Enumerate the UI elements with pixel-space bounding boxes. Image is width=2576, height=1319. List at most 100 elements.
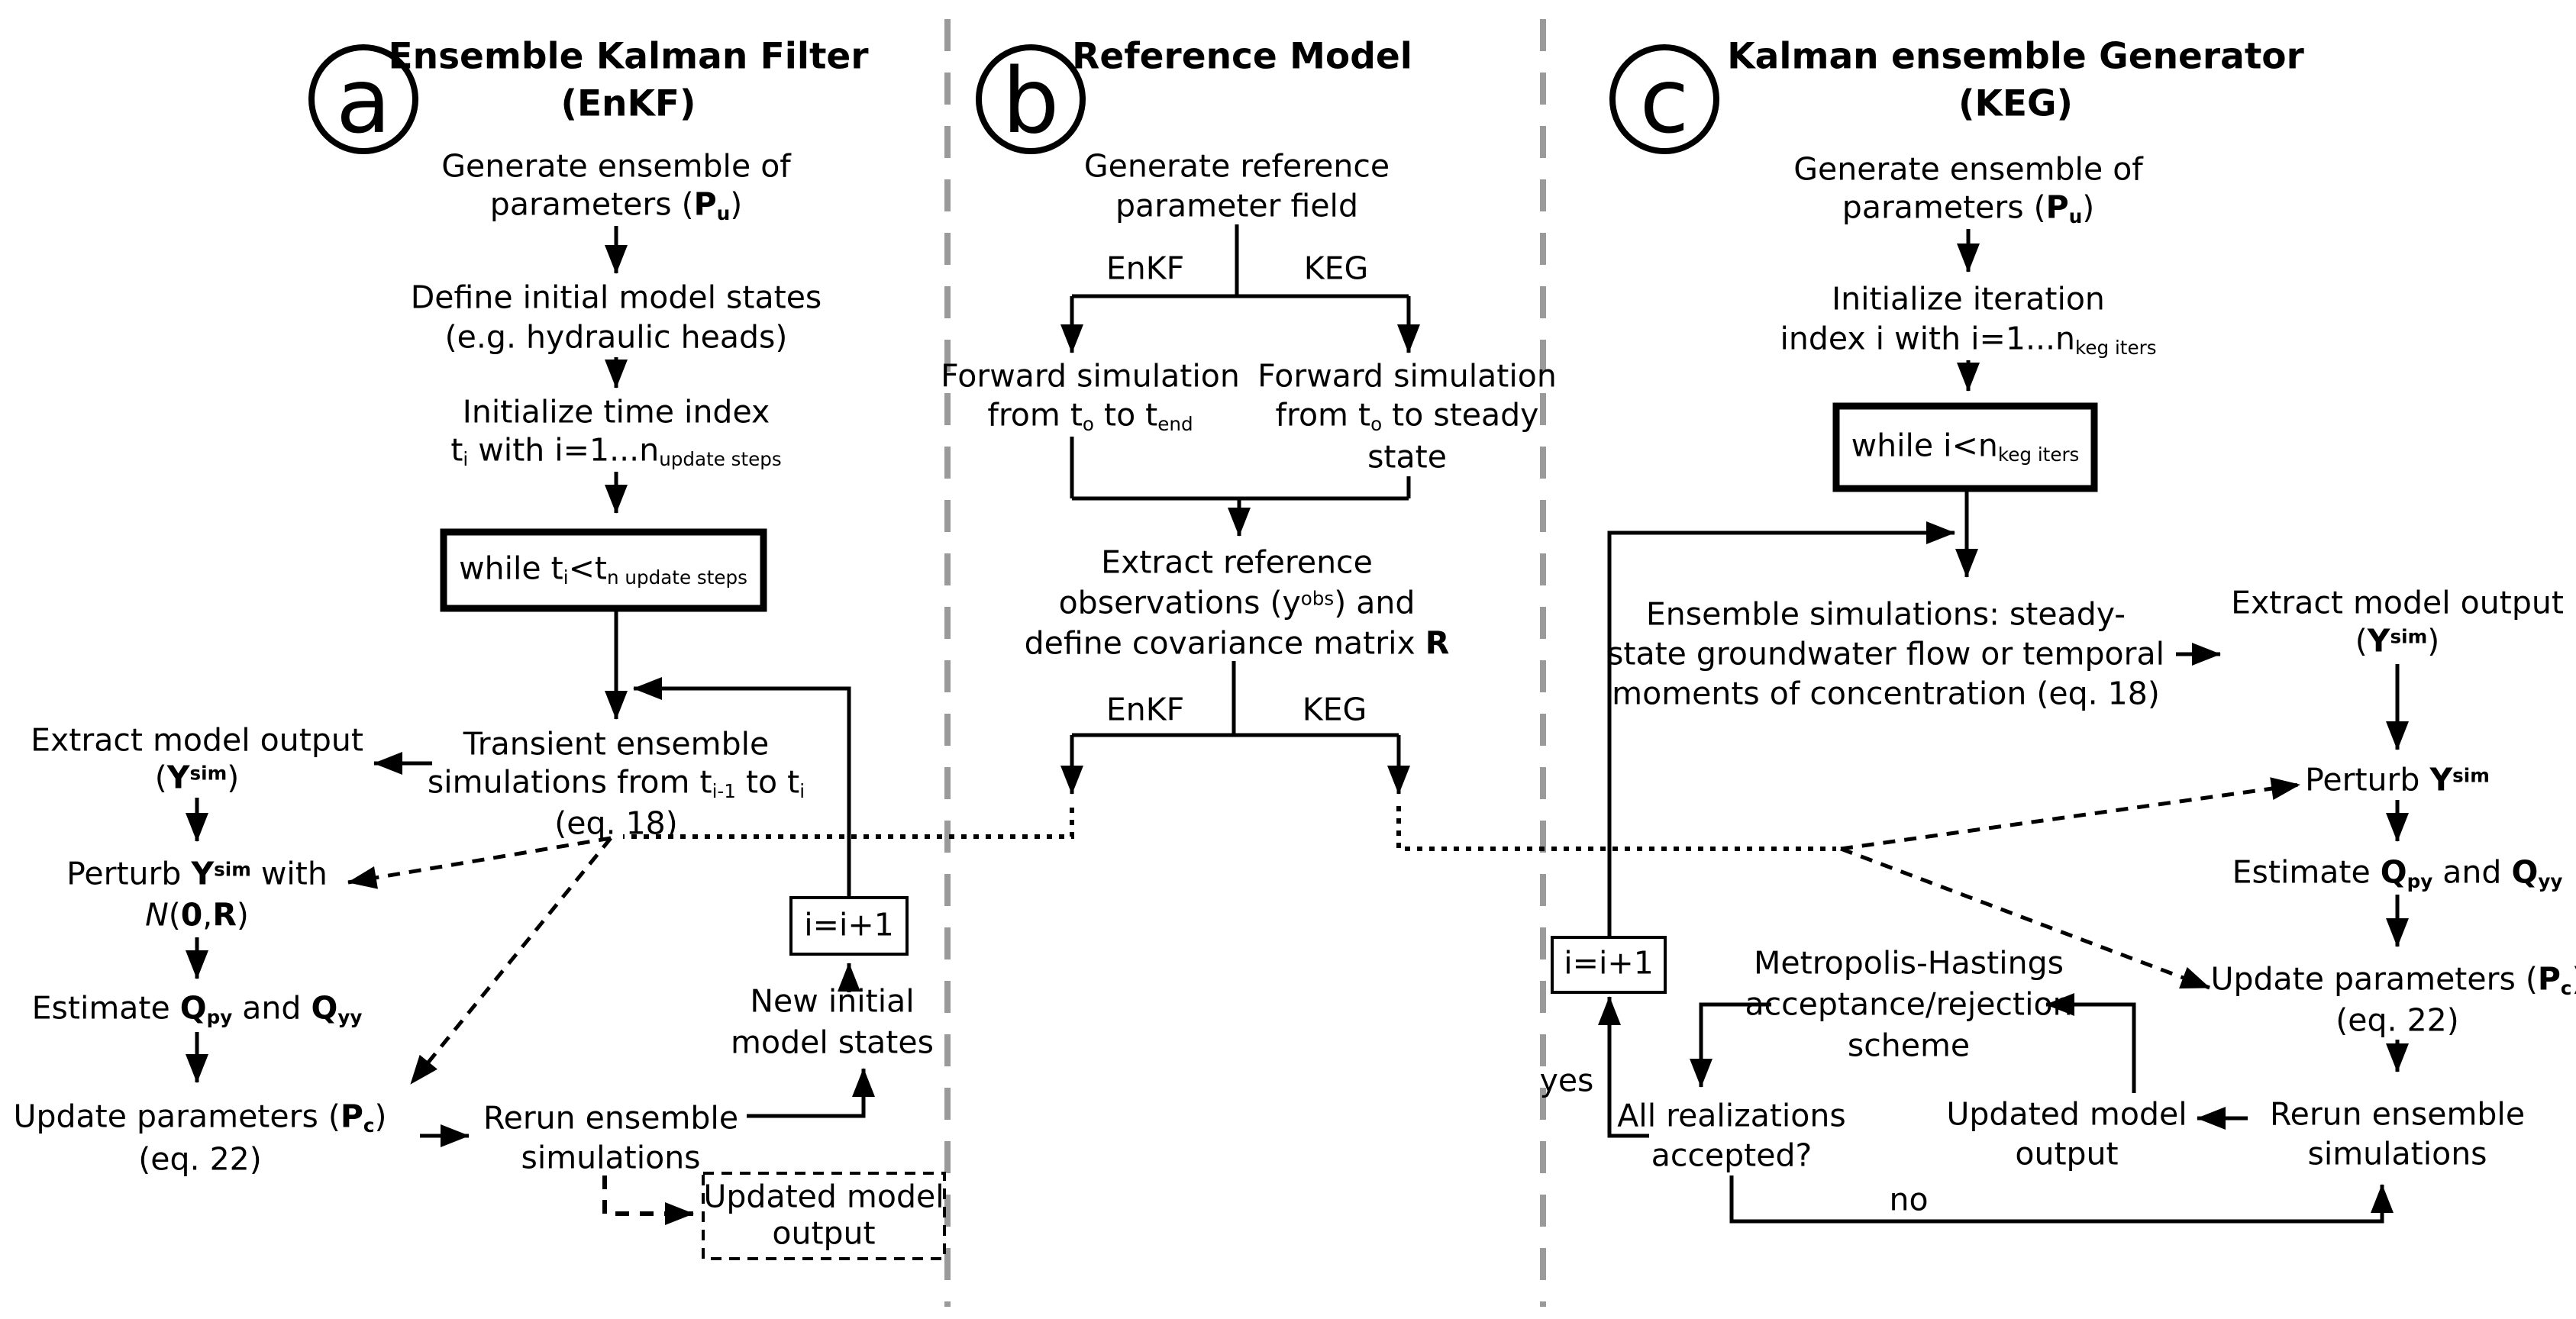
a-update-params-line-1: Update parameters (Pc) (13, 1098, 387, 1137)
a-estimate-q: Estimate Qpy and Qyy (31, 989, 363, 1028)
panel-b-badge-circle (976, 44, 1086, 154)
a-while-condition: while ti<tn update steps (459, 550, 747, 589)
panel-c-badge-circle (1609, 44, 1719, 154)
a-updated-output-line-2: output (772, 1214, 876, 1252)
a-increment-box (789, 896, 909, 956)
dashed-arrow-to-a-update (409, 837, 612, 1085)
c-updated-output-line-2: output (2015, 1135, 2119, 1172)
c-extract-output-line-1: Extract model output (2231, 584, 2564, 621)
c-init-iteration-line-2: index i with i=1...nkeg iters (1780, 320, 2157, 359)
arrow-c-yes-to-increment (1598, 996, 1649, 1138)
c-extract-output-line-2: (Ysim) (2355, 622, 2440, 660)
c-mh-line-3: scheme (1847, 1027, 1971, 1064)
c-while-condition: while i<nkeg iters (1851, 427, 2080, 466)
arrow-a-rerun-to-newstates (747, 1068, 875, 1118)
c-rerun-line-2: simulations (2307, 1135, 2487, 1172)
panel-b-title: Reference Model (1072, 35, 1412, 78)
panel-c-title-line-1: Kalman ensemble Generator (1727, 35, 2304, 78)
b-branch1-label-keg: KEG (1303, 250, 1369, 287)
c-ensemble-sims-line-3: moments of concentration (eq. 18) (1612, 675, 2160, 712)
dashed-arrow-to-a-perturb (347, 836, 612, 889)
dotted-link-b-to-c (1396, 806, 1836, 851)
b-forward-keg-line-3: state (1367, 438, 1447, 476)
b-forward-keg-line-1: Forward simulation (1257, 357, 1557, 395)
a-extract-output-line-1: Extract model output (31, 721, 363, 759)
c-ensemble-sims-line-2: state groundwater flow or temporal (1607, 635, 2164, 672)
b-branch2-label-keg: KEG (1302, 691, 1367, 728)
b-branch1-label-enkf: EnKF (1106, 250, 1185, 287)
c-mh-line-2: acceptance/rejection (1745, 985, 2073, 1023)
c-updated-output-line-1: Updated model (1946, 1095, 2187, 1133)
panel-a-dashed (347, 808, 1074, 1260)
a-transient-sims-line-1: Transient ensemble (463, 725, 770, 763)
panel-c-arrows (1551, 229, 2409, 1224)
c-all-realizations-line-2: accepted? (1651, 1137, 1813, 1174)
c-rerun-line-1: Rerun ensemble (2269, 1095, 2526, 1133)
b-generate-ref-line-1: Generate reference (1083, 147, 1390, 185)
panel-badges (308, 44, 1719, 154)
panel-b-badge: b (1002, 48, 1060, 153)
dashed-arrow-to-c-update (1840, 847, 2210, 990)
arrow-a-loop-return (633, 677, 851, 898)
a-updated-output-box (702, 1172, 946, 1260)
a-transient-sims-line-2: simulations from ti-1 to ti (427, 763, 805, 802)
a-updated-output-line-1: Updated model (703, 1178, 944, 1215)
c-all-realizations-line-1: All realizations (1617, 1097, 1846, 1134)
a-define-states-line-1: Define initial model states (410, 279, 822, 316)
dashed-arrow-to-c-perturb (1840, 777, 2300, 851)
c-mh-line-1: Metropolis-Hastings (1754, 944, 2064, 982)
panel-a-title-line-2: (EnKF) (560, 82, 696, 125)
b-extract-obs-line-1: Extract reference (1101, 543, 1373, 581)
c-estimate-q: Estimate Qpy and Qyy (2232, 853, 2563, 892)
a-perturb-line-2: N(0,R) (145, 896, 249, 934)
arrow-c-no-to-rerun (1729, 1175, 2394, 1224)
a-extract-output-line-2: (Ysim) (154, 759, 240, 796)
a-new-states-line-1: New initial (750, 982, 915, 1020)
a-generate-ensemble-line-2: parameters (Pu) (489, 185, 743, 224)
arrow-c-updated-to-mh (2045, 993, 2136, 1093)
a-init-time-index-line-1: Initialize time index (462, 393, 770, 431)
panel-dividers (944, 19, 1546, 1307)
a-define-states-line-2: (e.g. hydraulic heads) (444, 318, 788, 356)
dotted-link-b-to-a (623, 808, 1074, 839)
b-extract-obs-line-3: define covariance matrix R (1024, 624, 1450, 662)
b-extract-obs-line-2: observations (yobs) and (1058, 584, 1416, 621)
a-rerun-line-1: Rerun ensemble (483, 1099, 739, 1137)
panel-a-badge-circle (308, 44, 418, 154)
a-transient-sims-line-3: (eq. 18) (554, 805, 678, 842)
c-ensemble-sims-line-1: Ensemble simulations: steady- (1645, 595, 2126, 633)
a-perturb-line-1: Perturb Ysim with (66, 855, 328, 892)
c-generate-ensemble-line-2: parameters (Pu) (1842, 189, 2095, 227)
panel-c-dashed (1840, 777, 2300, 990)
c-increment: i=i+1 (1564, 944, 1654, 982)
panel-b-arrows (1060, 224, 1836, 851)
b-forward-enkf-line-1: Forward simulation (941, 357, 1240, 395)
b-branch2-label-enkf: EnKF (1106, 691, 1185, 728)
c-perturb: Perturb Ysim (2305, 761, 2490, 798)
a-rerun-line-2: simulations (521, 1139, 701, 1176)
a-generate-ensemble-line-1: Generate ensemble of (441, 147, 791, 185)
c-no-label: no (1889, 1181, 1929, 1218)
c-update-params-line-2: (eq. 22) (2336, 1001, 2459, 1039)
c-increment-box (1551, 936, 1667, 994)
b-generate-ref-line-2: parameter field (1115, 187, 1358, 224)
c-init-iteration-line-1: Initialize iteration (1832, 280, 2105, 318)
panel-c-badge: c (1639, 48, 1690, 153)
a-while-box (440, 528, 767, 612)
a-update-params-line-2: (eq. 22) (138, 1140, 262, 1178)
arrow-a-rerun-to-updated-output (602, 1175, 694, 1225)
b-forward-keg-line-2: from to to steady (1275, 396, 1539, 435)
panel-a-title-line-1: Ensemble Kalman Filter (388, 35, 869, 78)
c-yes-label: yes (1539, 1062, 1594, 1099)
a-init-time-index-line-2: ti with i=1...nupdate steps (450, 431, 782, 470)
c-update-params-line-1: Update parameters (Pc) (2210, 960, 2576, 999)
c-generate-ensemble-line-1: Generate ensemble of (1793, 150, 2143, 188)
arrow-c-mh-to-accepted (1690, 1002, 1771, 1088)
b-forward-enkf-line-2: from to to tend (987, 396, 1193, 435)
a-new-states-line-2: model states (731, 1024, 934, 1061)
panel-c-title-line-2: (KEG) (1958, 82, 2074, 125)
arrow-c-loop-return (1607, 521, 1955, 937)
panel-a-badge: a (335, 48, 392, 153)
